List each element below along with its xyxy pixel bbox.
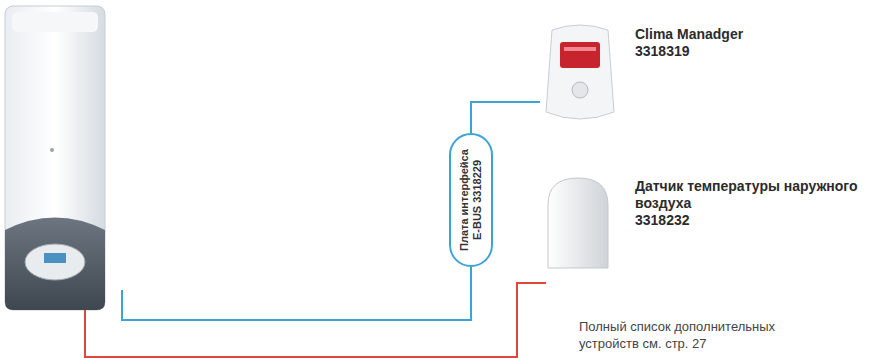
text-column: Датчик температуры наружного воздуха3318… (635, 178, 860, 229)
text-column: Плата интерфейсаE-BUS 3318229 (458, 149, 484, 251)
node-title: Датчик температуры наружного воздуха (635, 178, 860, 212)
outdoor-sensor-picture (548, 178, 608, 268)
part-number: 3318319 (635, 43, 860, 60)
boiler-picture (5, 6, 105, 310)
part-number: 3318232 (635, 212, 860, 229)
text-column: Clima Manadger3318319 (635, 26, 860, 60)
node-title: Плата интерфейса (458, 149, 471, 251)
sensor-wire (85, 283, 546, 357)
bus-wire (122, 267, 471, 320)
bus-connector (471, 102, 540, 133)
note-text: Полный список дополнительных устройств с… (579, 318, 811, 352)
part-number: E-BUS 3318229 (471, 149, 484, 251)
node-title: Clima Manadger (635, 26, 860, 43)
device-label: Clima Manadger3318319 (540, 20, 865, 130)
clima-manager-picture (546, 25, 614, 119)
interface-oval: Плата интерфейсаE-BUS 3318229 (449, 133, 493, 267)
device-label: Датчик температуры наружного воздуха3318… (540, 172, 865, 268)
